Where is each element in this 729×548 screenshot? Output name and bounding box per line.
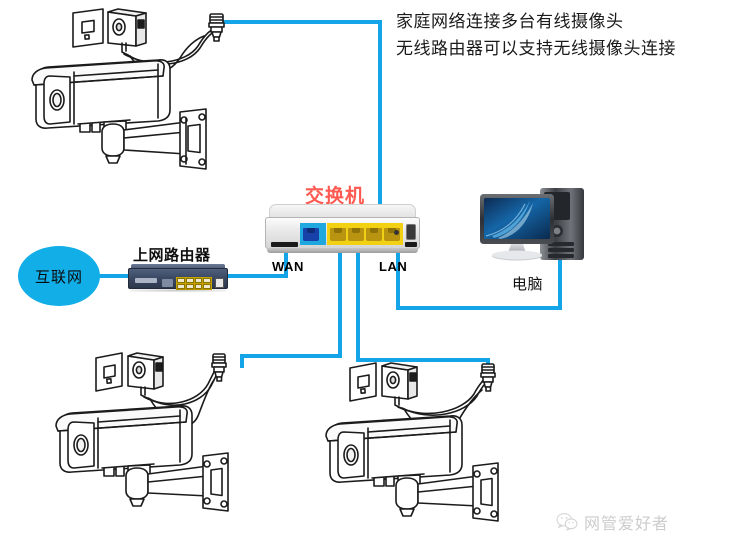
- router-port[interactable]: [203, 284, 211, 289]
- ip-camera-top-left[interactable]: [18, 6, 228, 181]
- switch-top-shell: [269, 204, 416, 218]
- upstream-router[interactable]: [128, 264, 228, 292]
- cable-lan2-horizontal: [356, 358, 490, 362]
- desktop-computer[interactable]: [478, 186, 588, 272]
- router-port[interactable]: [194, 278, 203, 283]
- router-led-strip: [162, 279, 173, 287]
- network-switch[interactable]: [265, 204, 420, 256]
- cable-pc-riser: [558, 252, 562, 310]
- power-jack: [406, 224, 416, 240]
- cable-pc-vertical-from-switch: [396, 252, 400, 310]
- cable-pc-horizontal: [396, 306, 562, 310]
- cable-lan1-vertical: [338, 252, 342, 358]
- cable-topcam-vertical: [378, 20, 382, 210]
- rj45-lan-port-3[interactable]: [366, 227, 382, 241]
- computer-illustration: [480, 188, 584, 261]
- cable-lan1-horizontal: [240, 354, 342, 358]
- router-port-array[interactable]: [176, 277, 212, 290]
- cable-internet-to-router: [88, 274, 132, 278]
- rj45-lan-port-1[interactable]: [330, 227, 346, 241]
- wan-port-bank[interactable]: [300, 223, 326, 245]
- switch-right-vent: [405, 242, 417, 247]
- camera-illustration: [325, 362, 499, 522]
- router-port[interactable]: [194, 284, 203, 289]
- cable-router-to-switch-vertical: [284, 252, 288, 278]
- router-brand-mark: [135, 278, 157, 283]
- cable-lan1-drop: [240, 354, 244, 368]
- watermark-text: 网管爱好者: [584, 516, 670, 533]
- watermark: 网管爱好者: [556, 510, 669, 534]
- cable-lan2-vertical: [356, 252, 360, 362]
- router-port[interactable]: [177, 284, 185, 289]
- cable-topcam-horizontal: [216, 20, 382, 24]
- router-uplink-port[interactable]: [215, 278, 224, 288]
- internet-cloud[interactable]: 互联网: [18, 246, 100, 306]
- router-port[interactable]: [185, 278, 194, 283]
- rj45-wan-port[interactable]: [303, 227, 319, 241]
- wan-port-label: WAN: [272, 259, 304, 274]
- router-shadow: [130, 289, 226, 292]
- lan-port-label: LAN: [379, 259, 408, 274]
- router-port[interactable]: [203, 278, 211, 283]
- switch-front-panel: [265, 217, 420, 249]
- router-port[interactable]: [185, 284, 194, 289]
- cable-router-to-switch-horizontal: [224, 274, 288, 278]
- rj45-lan-port-2[interactable]: [348, 227, 364, 241]
- annotation-line-1: 家庭网络连接多台有线摄像头: [396, 12, 624, 31]
- computer-label: 电脑: [512, 276, 544, 293]
- ip-camera-bottom-left[interactable]: [48, 346, 248, 516]
- reset-button[interactable]: [394, 230, 399, 235]
- switch-label: 交换机: [305, 186, 366, 207]
- annotation-text: 家庭网络连接多台有线摄像头 无线路由器可以支持无线摄像头连接: [396, 8, 716, 62]
- camera-illustration: [31, 8, 225, 170]
- router-top-shell: [131, 264, 225, 270]
- lan-port-bank[interactable]: [327, 223, 403, 245]
- camera-illustration: [55, 352, 229, 512]
- switch-base: [267, 248, 418, 253]
- router-port[interactable]: [177, 278, 185, 283]
- internet-label: 互联网: [34, 268, 83, 286]
- upstream-router-label: 上网路由器: [133, 247, 211, 264]
- annotation-line-2: 无线路由器可以支持无线摄像头连接: [396, 39, 676, 58]
- switch-left-vent: [271, 242, 298, 247]
- wechat-icon: [556, 512, 578, 531]
- router-front-panel: [128, 268, 228, 290]
- ip-camera-bottom-right[interactable]: [322, 354, 522, 524]
